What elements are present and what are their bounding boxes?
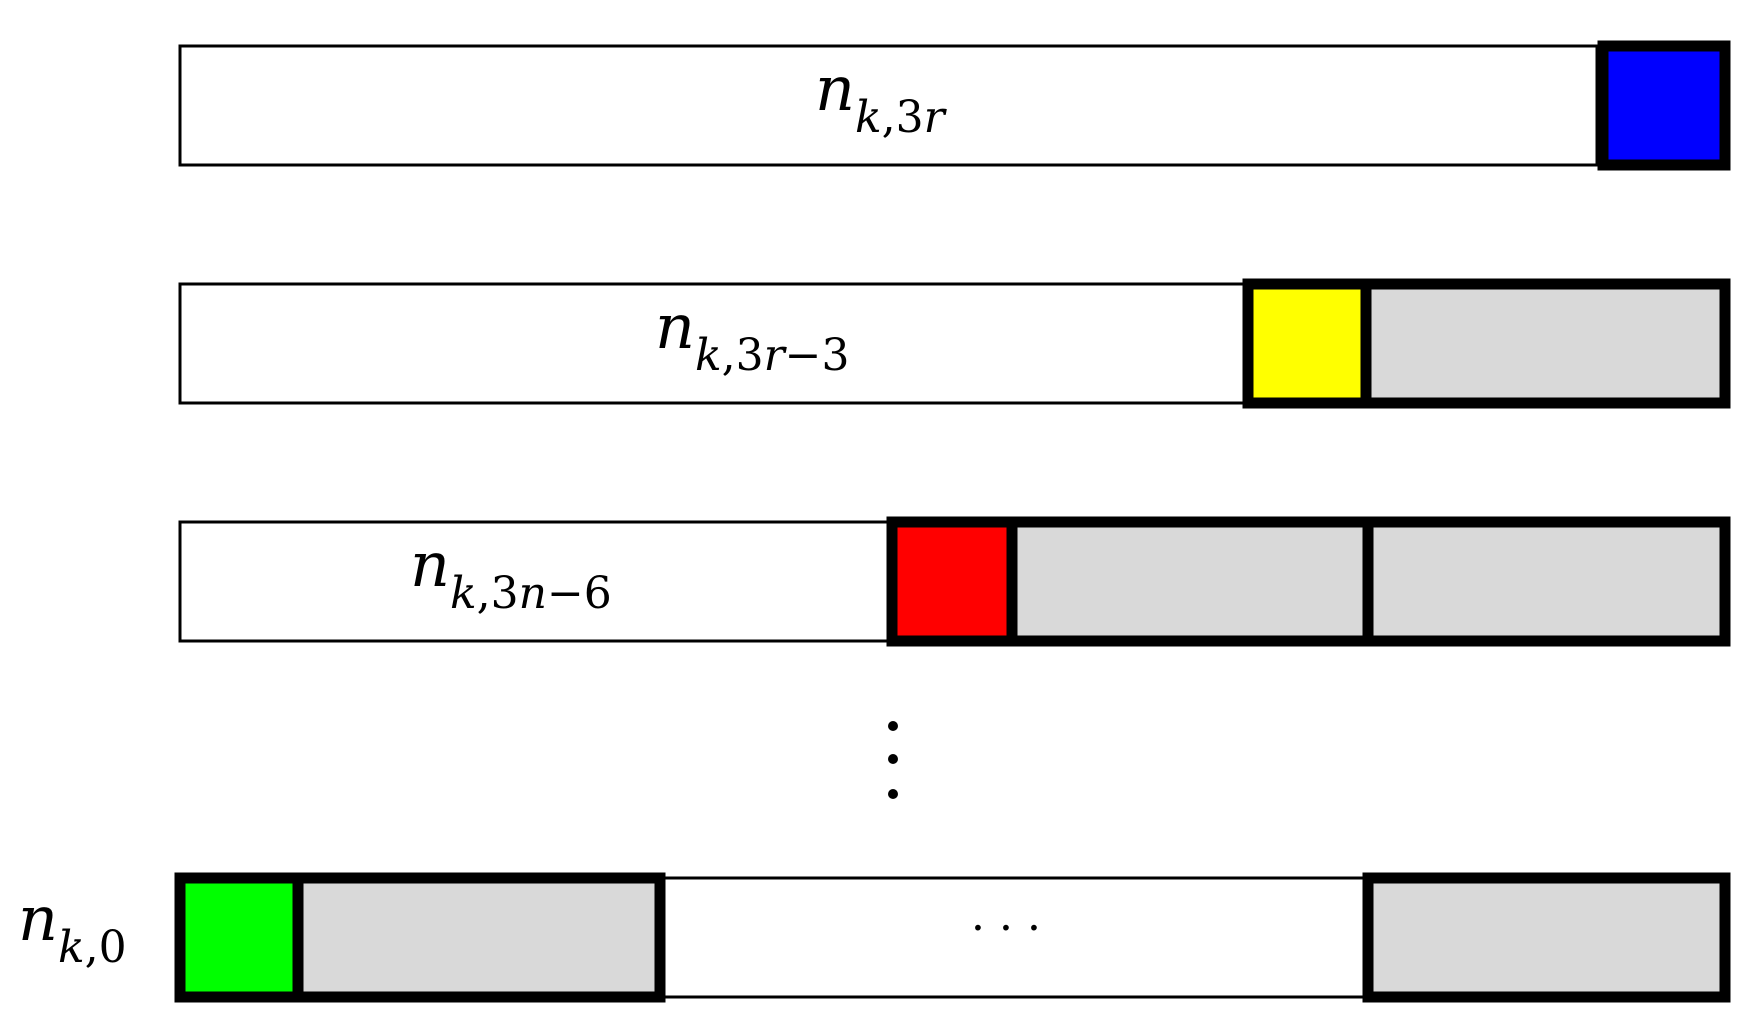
row-4-middle-ellipsis: · · · (971, 903, 1041, 954)
row-3-bar (178, 520, 894, 643)
row-1-label: nk,3r (815, 52, 948, 143)
ellipsis-dot (888, 721, 898, 731)
row-3-label: nk,3n−6 (410, 528, 612, 619)
row-4-right-filled-block (1362, 872, 1731, 1003)
row-4-marker (174, 872, 304, 1003)
ellipsis-dot (888, 789, 898, 799)
row-2: nk,3r−3 (178, 278, 1731, 409)
row-1: nk,3r (178, 40, 1731, 171)
vertical-ellipsis (888, 721, 898, 799)
row-4-label: nk,0 (18, 882, 127, 973)
row-2-label: nk,3r−3 (655, 290, 850, 381)
ellipsis-dot (888, 754, 898, 764)
row-4: · · · nk,0 (18, 872, 1731, 1003)
row-3: nk,3n−6 (178, 516, 1731, 647)
row-2-bar (178, 282, 1250, 405)
row-1-bar (178, 44, 1599, 167)
row-2-marker (1242, 278, 1372, 409)
row-1-filled-block (1597, 40, 1731, 171)
row-3-marker (886, 516, 1018, 647)
